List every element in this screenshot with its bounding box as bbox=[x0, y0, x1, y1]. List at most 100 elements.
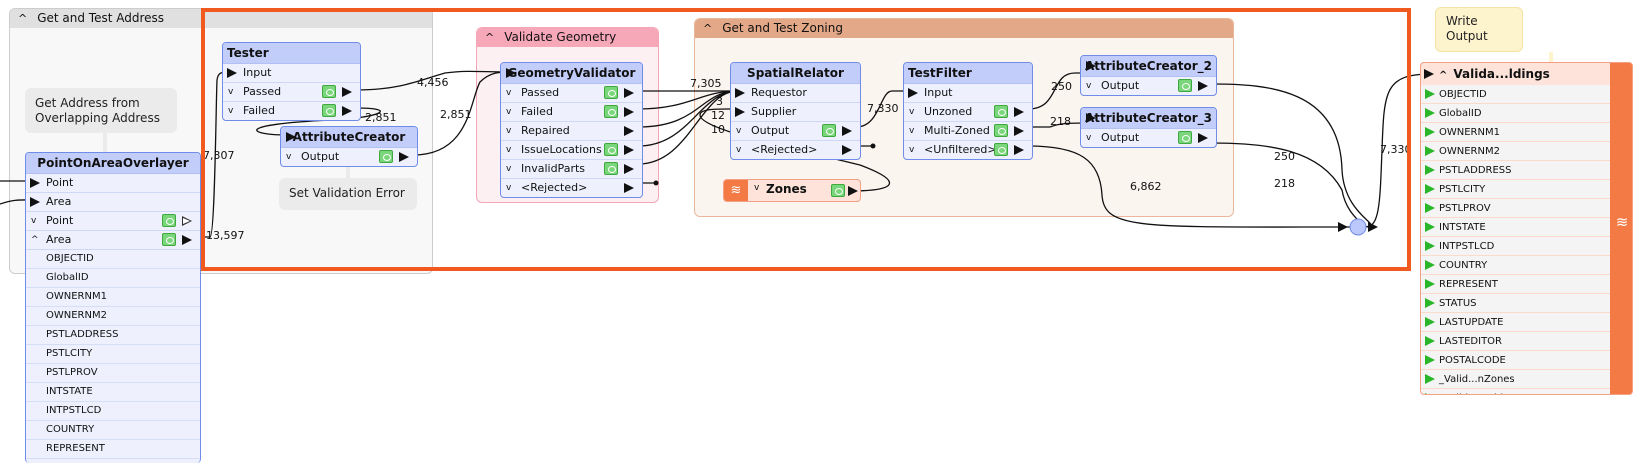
output-port-arrow[interactable] bbox=[624, 164, 634, 174]
input-port-arrow[interactable] bbox=[1086, 113, 1096, 123]
input-port-arrow[interactable] bbox=[1425, 146, 1435, 156]
output-port-arrow[interactable] bbox=[842, 145, 852, 155]
collapse-icon[interactable]: ^ bbox=[485, 31, 495, 44]
writer-attribute-row[interactable]: LASTEDITOR bbox=[1421, 332, 1610, 351]
feature-count[interactable]: 218 bbox=[1274, 177, 1295, 190]
transformer-header[interactable]: AttributeCreator bbox=[281, 127, 417, 148]
feature-count[interactable]: 7,330 bbox=[867, 102, 899, 115]
attribute-row[interactable]: INTSTATE bbox=[26, 383, 200, 402]
input-port-arrow[interactable] bbox=[1425, 127, 1435, 137]
expand-icon[interactable]: v bbox=[909, 107, 915, 117]
eye-icon[interactable] bbox=[322, 104, 336, 117]
eye-icon[interactable] bbox=[822, 124, 836, 137]
collapse-icon[interactable]: ^ bbox=[31, 235, 39, 245]
input-port-arrow[interactable] bbox=[1425, 336, 1435, 346]
input-port-area[interactable]: Area bbox=[26, 193, 200, 212]
eye-icon[interactable] bbox=[994, 143, 1008, 156]
expand-icon[interactable]: v bbox=[1086, 133, 1092, 143]
annotation-get-address[interactable]: Get Address from Overlapping Address bbox=[25, 88, 177, 133]
output-port-arrow[interactable] bbox=[842, 126, 852, 136]
expand-icon[interactable]: v bbox=[506, 107, 512, 117]
attribute-row[interactable]: PSTLCITY bbox=[26, 345, 200, 364]
collapse-icon[interactable]: ^ bbox=[703, 22, 713, 35]
eye-icon[interactable] bbox=[604, 105, 618, 118]
expand-icon[interactable]: v bbox=[909, 145, 915, 155]
writer-attribute-row[interactable]: OWNERNM1 bbox=[1421, 123, 1610, 142]
feature-count[interactable]: 7,330 bbox=[1380, 143, 1412, 156]
input-port-arrow[interactable] bbox=[1425, 393, 1435, 394]
output-port-arrow[interactable] bbox=[182, 235, 192, 245]
output-port-rejected[interactable]: v<Rejected> bbox=[731, 141, 860, 159]
transformer-header[interactable]: AttributeCreator_2 bbox=[1081, 56, 1216, 77]
eye-icon[interactable] bbox=[1178, 131, 1192, 144]
eye-icon[interactable] bbox=[604, 143, 618, 156]
feature-count[interactable]: 12 bbox=[711, 109, 725, 122]
writer-attribute-row[interactable]: INTPSTLCD bbox=[1421, 237, 1610, 256]
input-port-arrow[interactable] bbox=[1425, 108, 1435, 118]
input-port-arrow[interactable] bbox=[735, 107, 745, 117]
junction[interactable] bbox=[1349, 218, 1367, 236]
input-port-arrow[interactable] bbox=[1425, 203, 1435, 213]
output-port-rejected[interactable]: v<Rejected> bbox=[501, 179, 642, 197]
feature-count[interactable]: 4,456 bbox=[417, 76, 449, 89]
eye-icon[interactable] bbox=[831, 184, 845, 197]
output-port-arrow[interactable] bbox=[624, 183, 634, 193]
output-port-unfiltered[interactable]: v<Unfiltered> bbox=[904, 141, 1032, 159]
output-port-arrow[interactable] bbox=[1198, 133, 1208, 143]
writer-attribute-row[interactable]: OBJECTID bbox=[1421, 85, 1610, 104]
eye-icon[interactable] bbox=[322, 85, 336, 98]
output-port-arrow[interactable] bbox=[624, 145, 634, 155]
expand-icon[interactable]: v bbox=[506, 126, 512, 136]
collapse-icon[interactable]: ^ bbox=[18, 12, 28, 25]
feature-count[interactable]: 10 bbox=[711, 123, 725, 136]
feature-count[interactable]: 218 bbox=[1050, 115, 1071, 128]
writer-header[interactable]: ^Valida...ldings bbox=[1421, 63, 1610, 85]
eye-icon[interactable] bbox=[162, 233, 176, 246]
output-port-arrow[interactable] bbox=[624, 107, 634, 117]
input-port-arrow[interactable] bbox=[1425, 222, 1435, 232]
bookmark-header[interactable]: ^Validate Geometry bbox=[477, 28, 658, 47]
feature-count[interactable]: 2,851 bbox=[365, 111, 397, 124]
writer-attribute-row[interactable]: POSTALCODE bbox=[1421, 351, 1610, 370]
feature-count[interactable]: 2,851 bbox=[440, 108, 472, 121]
attribute-row[interactable]: OWNERNM1 bbox=[26, 288, 200, 307]
feature-count[interactable]: 3 bbox=[716, 95, 723, 108]
expand-icon[interactable]: v bbox=[228, 87, 234, 97]
attribute-row[interactable]: OBJECTID bbox=[26, 250, 200, 269]
expand-icon[interactable]: v bbox=[506, 164, 512, 174]
transformer-header[interactable]: PointOnAreaOverlayer bbox=[26, 153, 200, 174]
input-port-input[interactable]: Input bbox=[904, 84, 1032, 103]
writer-attribute-row[interactable]: PSTLCITY bbox=[1421, 180, 1610, 199]
attribute-row[interactable]: PSTLADDRESS bbox=[26, 326, 200, 345]
input-port-arrow[interactable] bbox=[30, 178, 40, 188]
input-port-point[interactable]: Point bbox=[26, 174, 200, 193]
expand-icon[interactable]: v bbox=[506, 145, 512, 155]
input-port-supplier[interactable]: Supplier bbox=[731, 103, 860, 122]
feature-count[interactable]: 7,305 bbox=[690, 77, 722, 90]
writer-attribute-row[interactable]: REPRESENT bbox=[1421, 275, 1610, 294]
input-port-arrow[interactable] bbox=[1086, 61, 1096, 71]
expand-icon[interactable]: v bbox=[286, 152, 292, 162]
writer-attribute-row[interactable]: GlobalID bbox=[1421, 104, 1610, 123]
input-port-arrow[interactable] bbox=[908, 88, 918, 98]
transformer-header[interactable]: GeometryValidator bbox=[501, 63, 642, 84]
transformer-header[interactable]: AttributeCreator_3 bbox=[1081, 108, 1216, 129]
input-port-input[interactable]: Input bbox=[223, 64, 360, 83]
output-port-arrow[interactable] bbox=[342, 106, 352, 116]
